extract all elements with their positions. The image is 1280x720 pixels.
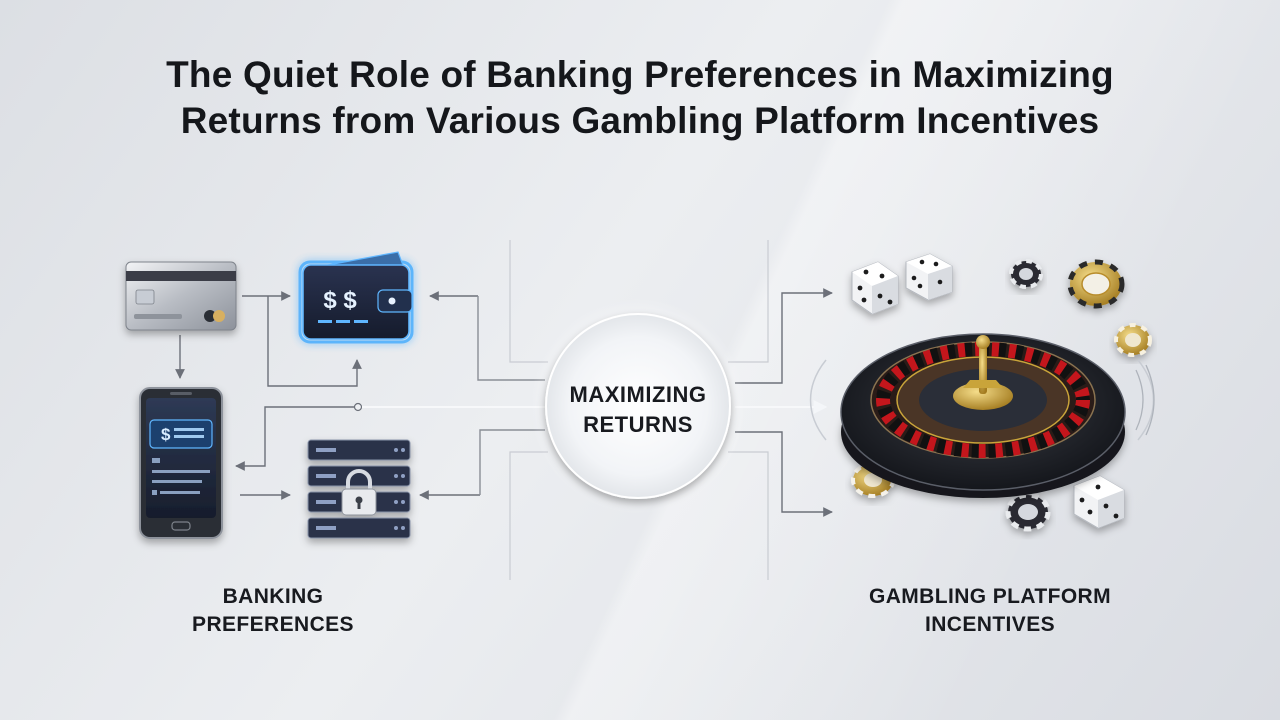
line-hub-upper-left [477, 296, 545, 381]
chip-icon-silver-2 [1005, 492, 1051, 532]
arrow-hub-to-chips [735, 431, 833, 517]
banking-label-line-1: BANKING [222, 585, 324, 608]
hub-frame-lines [509, 240, 769, 580]
arrow-hub-to-dice [735, 288, 833, 384]
banking-preferences-label: BANKING PREFERENCES [168, 583, 378, 639]
chip-icon-silver-1 [1009, 259, 1043, 289]
line-hub-lower-left [479, 429, 545, 495]
smartphone-icon: $ [139, 387, 223, 539]
arrow-hub-to-phone [235, 406, 358, 471]
page-title: The Quiet Role of Banking Preferences in… [40, 52, 1240, 144]
phone-dollar-text: $ [161, 425, 171, 444]
left-connectors [175, 291, 545, 500]
hub-label: MAXIMIZING RETURNS [543, 380, 733, 440]
chip-icon-gold-1 [1067, 259, 1125, 309]
dice-icon-2 [905, 253, 953, 301]
title-line-2: Returns from Various Gambling Platform I… [180, 100, 1100, 141]
arrow-loop-to-wallet [267, 296, 362, 387]
gambling-label-line-1: GAMBLING PLATFORM [868, 585, 1112, 608]
gambling-label-line-2: INCENTIVES [924, 613, 1056, 636]
credit-card-icon [125, 261, 237, 331]
motion-lines [1135, 364, 1155, 436]
roulette-wheel-icon [809, 333, 1155, 498]
junction-node [353, 402, 363, 412]
chip-icon-gold-2 [1114, 323, 1152, 357]
title-line-1: The Quiet Role of Banking Preferences in… [166, 54, 1114, 95]
secure-server-icon [307, 439, 411, 539]
dice-icon-3 [1073, 475, 1125, 529]
hub-label-line-1: MAXIMIZING [569, 382, 707, 407]
hub-label-line-2: RETURNS [583, 412, 693, 437]
right-connectors [735, 288, 833, 517]
banking-label-line-2: PREFERENCES [192, 613, 354, 636]
hub-circle [545, 313, 731, 499]
gambling-incentives-label: GAMBLING PLATFORM INCENTIVES [820, 583, 1160, 639]
wallet-dollar-text: $ $ [323, 287, 357, 314]
wallet-icon: $ $ [298, 251, 414, 344]
dice-icon-1 [851, 261, 899, 315]
